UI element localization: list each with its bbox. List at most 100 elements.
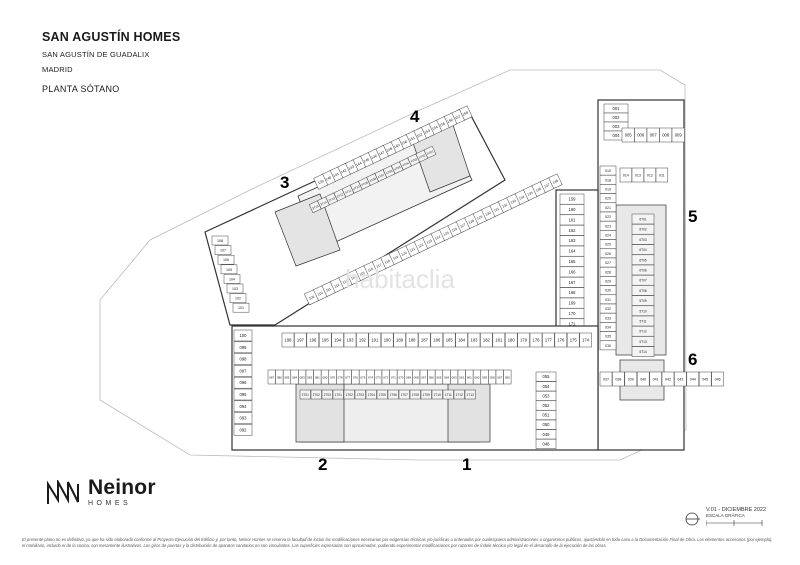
parking-space: 023 <box>599 220 617 231</box>
parking-space: 071 <box>389 369 398 385</box>
space-number: 166 <box>569 269 577 274</box>
space-number: 104 <box>229 277 235 281</box>
parking-space: 175 <box>566 332 580 348</box>
space-number: 058 <box>490 376 495 380</box>
project-city: MADRID <box>42 65 73 74</box>
storage-room: 2T03 <box>321 389 333 400</box>
storage-room: 4T11 <box>341 184 355 198</box>
parking-space: 067 <box>419 369 428 385</box>
parking-space: 074 <box>366 369 375 385</box>
parking-space: 161 <box>559 214 585 226</box>
space-number: 171 <box>569 321 577 326</box>
parking-space: 104 <box>223 274 241 284</box>
parking-space: 077 <box>343 369 352 385</box>
storage-room: 6T07 <box>631 274 655 286</box>
parking-space: 190 <box>380 332 394 348</box>
parking-space: 187 <box>418 332 431 348</box>
space-number: 179 <box>520 338 528 343</box>
space-number: 155 <box>439 121 446 127</box>
space-number: 6T05 <box>639 258 646 262</box>
parking-space: 050 <box>535 419 557 430</box>
space-number: 097 <box>240 368 248 373</box>
space-number: 014 <box>623 174 629 178</box>
space-number: 125 <box>443 231 450 237</box>
parking-space: 036 <box>599 340 617 351</box>
space-number: 183 <box>471 338 479 343</box>
space-number: 181 <box>495 338 503 343</box>
space-number: 188 <box>409 338 417 343</box>
space-number: 045 <box>702 378 708 382</box>
space-number: 107 <box>220 249 226 253</box>
space-number: 4T02 <box>418 153 426 160</box>
parking-space: 030 <box>599 285 617 295</box>
space-number: 117 <box>376 263 383 269</box>
space-number: 151 <box>409 136 416 142</box>
parking-space: 021 <box>599 202 617 213</box>
space-number: 147 <box>378 150 385 156</box>
diagonal-lower-spaces: 1381371361351341331321311301291281271261… <box>304 173 563 306</box>
space-number: 112 <box>334 283 341 289</box>
space-number: 168 <box>569 290 577 295</box>
space-number: 4T10 <box>352 184 360 191</box>
space-number: 6T08 <box>639 289 646 293</box>
space-number: 177 <box>545 338 553 343</box>
parking-space: 064 <box>442 369 451 385</box>
parking-space: 095 <box>233 388 253 401</box>
storage-room: 5T10 <box>631 305 655 317</box>
space-number: 194 <box>334 338 342 343</box>
parking-space: 109 <box>304 289 319 306</box>
space-number: 024 <box>605 233 611 237</box>
space-number: 026 <box>605 252 611 256</box>
space-number: 1T07 <box>401 393 408 397</box>
space-number: 116 <box>367 267 374 273</box>
space-number: 115 <box>359 271 366 277</box>
space-number: 095 <box>240 392 248 397</box>
storage-room: 1T10 <box>431 389 443 400</box>
space-number: 132 <box>501 203 508 209</box>
space-number: 146 <box>371 154 378 160</box>
space-number: 141 <box>333 172 340 178</box>
parking-space: 178 <box>529 332 543 348</box>
space-number: 192 <box>359 338 367 343</box>
parking-space: 194 <box>331 332 344 348</box>
space-number: 1T09 <box>423 393 430 397</box>
space-number: 129 <box>476 215 483 221</box>
storage-room: 1T11 <box>442 389 454 400</box>
storage-room: 1T12 <box>453 389 465 400</box>
right-storage: 6T016T026T036T046T056T066T076T085T095T10… <box>631 213 655 357</box>
space-number: 123 <box>426 239 433 245</box>
parking-space: 099 <box>233 341 253 354</box>
space-number: 073 <box>376 376 381 380</box>
parking-space: 139 <box>313 173 329 190</box>
space-number: 1T10 <box>434 393 441 397</box>
storage-room: 5T13 <box>631 336 655 347</box>
neinor-logo-mark-icon <box>47 479 79 504</box>
space-number: 093 <box>240 416 248 421</box>
parking-space: 072 <box>381 369 390 385</box>
space-number: 6T01 <box>639 218 646 222</box>
parking-space: 100 <box>233 329 253 342</box>
core-label-2: 2 <box>318 455 327 474</box>
parking-space: 197 <box>294 332 307 348</box>
space-number: 149 <box>393 143 400 149</box>
parking-space: 107 <box>214 245 232 255</box>
space-number: 128 <box>468 219 475 225</box>
storage-room: 4T03 <box>407 153 420 167</box>
parking-space: 009 <box>671 127 685 143</box>
space-number: 121 <box>409 247 416 253</box>
space-number: 085 <box>284 376 289 380</box>
space-number: 010 <box>605 169 611 173</box>
storage-room: 1T08 <box>409 389 421 400</box>
storage-room: 4T10 <box>349 180 363 194</box>
logo-name: Neinor <box>88 476 156 499</box>
parking-space: 177 <box>542 332 555 348</box>
parking-space: 183 <box>467 332 481 348</box>
storage-room: 1T06 <box>387 389 399 400</box>
parking-space: 033 <box>599 312 617 323</box>
space-number: 156 <box>447 118 454 124</box>
parking-space: 070 <box>396 369 405 385</box>
space-number: 127 <box>459 223 466 229</box>
parking-space: 073 <box>374 369 383 385</box>
parking-space: 105 <box>220 264 238 275</box>
space-number: 120 <box>401 251 408 257</box>
